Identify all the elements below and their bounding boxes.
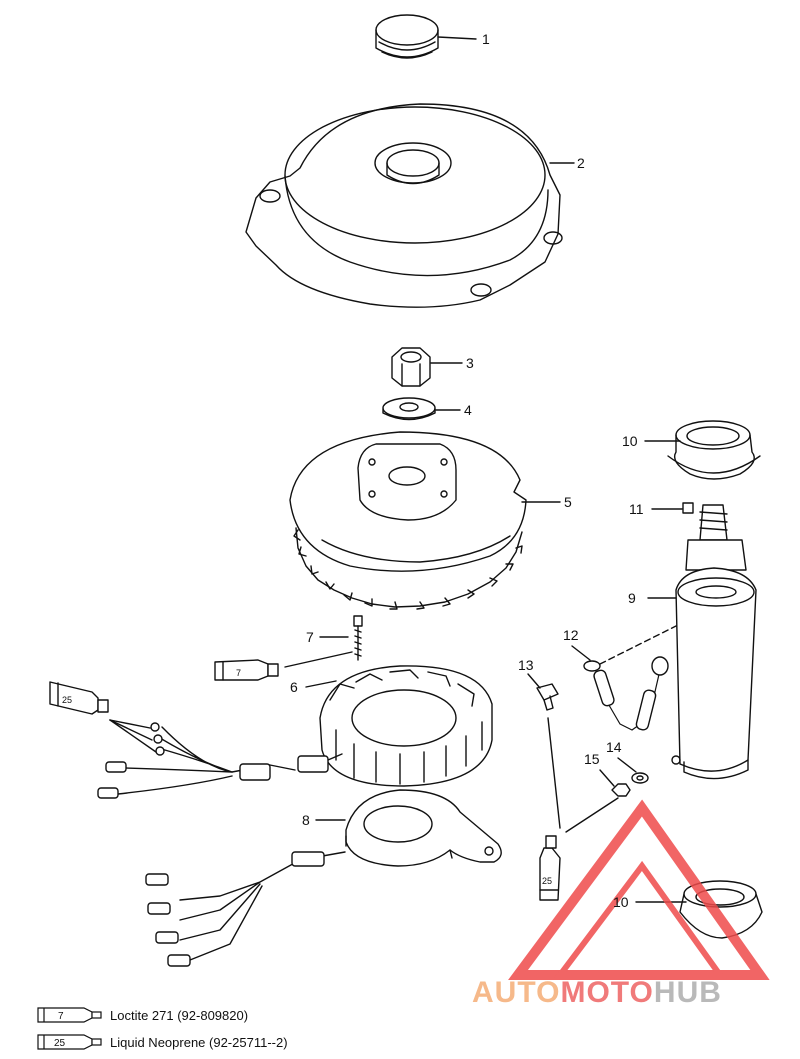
part-8-trigger: [345, 789, 502, 867]
leader-13: [527, 673, 541, 689]
neoprene-tube-25-right: [539, 835, 561, 901]
callout-10-top: 10: [622, 433, 638, 449]
leader-14: [617, 757, 637, 773]
leader-15: [599, 769, 615, 787]
callout-15: 15: [584, 751, 600, 767]
part-7-screw: [353, 615, 363, 661]
callout-11: 11: [629, 501, 644, 517]
callout-3: 3: [466, 355, 474, 371]
callout-2: 2: [577, 155, 585, 171]
part-3-nut: [391, 347, 431, 387]
part-15-nut: [611, 783, 631, 797]
tube-label-25-right: 25: [542, 876, 552, 886]
callout-13: 13: [518, 657, 534, 673]
part-14-lockwasher: [631, 772, 649, 784]
legend-tube-7-icon: 7: [37, 1007, 102, 1023]
callout-10-bottom: 10: [613, 894, 629, 910]
callout-5: 5: [564, 494, 572, 510]
leader-6: [305, 680, 337, 688]
callout-6: 6: [290, 679, 298, 695]
leader-1: [437, 36, 477, 40]
watermark-moto: MOTO: [560, 976, 654, 1009]
part-5-flywheel: [289, 431, 527, 610]
callout-9: 9: [628, 590, 636, 606]
legend-tube-7-code: 7: [58, 1011, 64, 1022]
leader-13-tube: [547, 717, 561, 829]
automotohub-watermark: AUTOMOTOHUB: [472, 976, 722, 1010]
legend-text-neoprene: Liquid Neoprene (92-25711--2): [110, 1034, 288, 1050]
automotohub-logo: [508, 799, 770, 980]
legend-text-loctite: Loctite 271 (92-809820): [110, 1007, 249, 1023]
neoprene-tube-25-left: [49, 681, 109, 715]
part-12-cable: [583, 625, 677, 731]
callout-8: 8: [302, 812, 310, 828]
watermark-auto: AUTO: [472, 976, 561, 1009]
watermark-hub: HUB: [653, 976, 722, 1009]
stator-wire-harness: [97, 719, 343, 799]
leader-15-tube: [565, 797, 619, 833]
part-10-bushing-bottom: [679, 880, 763, 939]
callout-4: 4: [464, 402, 472, 418]
legend-tube-25-code: 25: [54, 1038, 66, 1049]
part-2-flywheel-cover: [245, 103, 563, 308]
legend-row-neoprene: 25 Liquid Neoprene (92-25711--2): [36, 1031, 288, 1053]
part-11-clip: [682, 502, 694, 514]
leader-7-tube: [284, 651, 353, 668]
callout-1: 1: [482, 31, 490, 47]
legend-row-loctite: 7 Loctite 271 (92-809820): [36, 1004, 248, 1026]
tube-label-25-left: 25: [62, 695, 72, 705]
trigger-wire-harness: [145, 851, 346, 967]
part-4-washer: [382, 397, 436, 421]
part-13-bolt: [536, 683, 559, 711]
part-10-bushing-top: [667, 420, 761, 480]
callout-14: 14: [606, 739, 622, 755]
part-9-starter-motor: [671, 504, 757, 780]
leader-12: [571, 645, 591, 661]
part-1-cap: [375, 14, 439, 59]
legend-tube-25-icon: 25: [37, 1034, 102, 1050]
callout-7: 7: [306, 629, 314, 645]
tube-label-7: 7: [236, 668, 241, 678]
part-6-stator: [319, 665, 493, 787]
callout-12: 12: [563, 627, 579, 643]
loctite-tube-7: [214, 659, 279, 681]
